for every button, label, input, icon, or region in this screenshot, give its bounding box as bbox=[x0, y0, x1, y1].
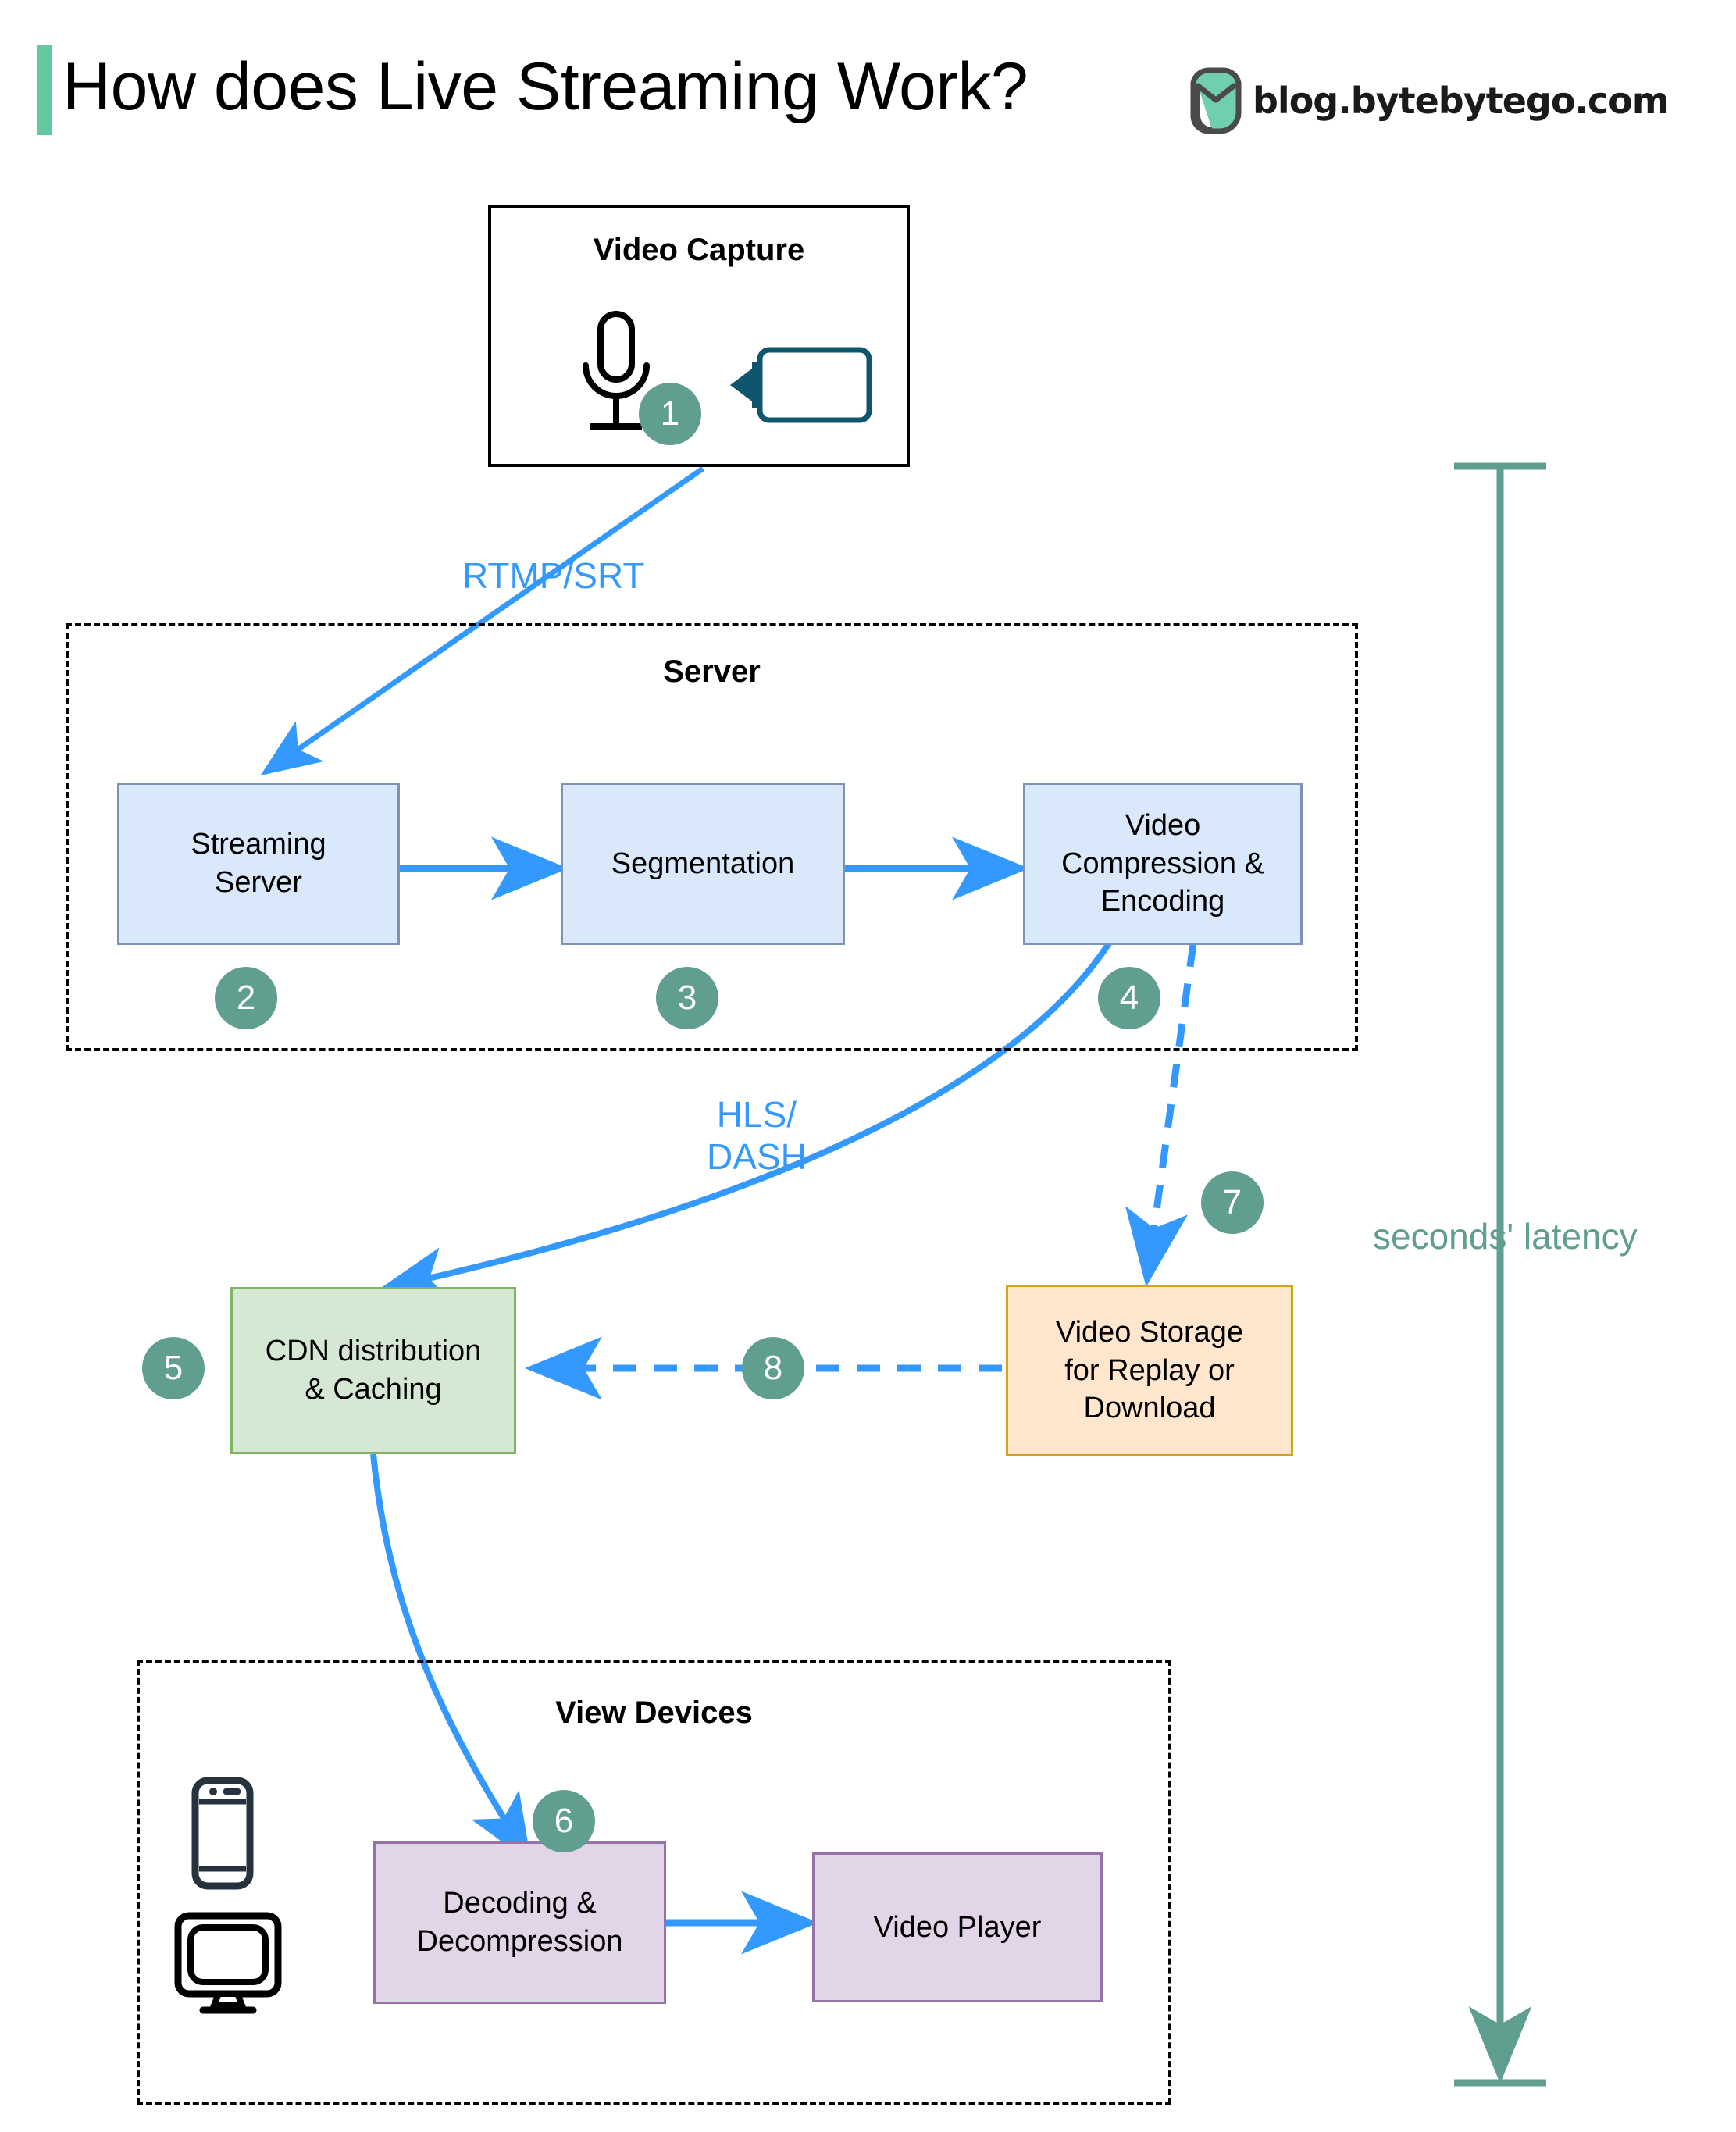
smartphone-icon bbox=[191, 1777, 254, 1890]
group-title-view-devices: View Devices bbox=[555, 1695, 753, 1730]
node-cdn-distribution-caching[interactable]: CDN distribution & Caching bbox=[230, 1287, 516, 1454]
bytebytego-logo-icon bbox=[1190, 67, 1242, 134]
brand-url-text: blog.bytebytego.com bbox=[1253, 80, 1670, 122]
group-title-video-capture: Video Capture bbox=[593, 233, 805, 267]
node-label-streaming-server: Streaming Server bbox=[191, 828, 326, 899]
node-video-player[interactable]: Video Player bbox=[812, 1852, 1103, 2002]
brand-block: blog.bytebytego.com bbox=[1185, 67, 1670, 134]
badge-2: 2 bbox=[215, 967, 277, 1029]
node-label-video-compression-encoding: Video Compression & Encoding bbox=[1061, 809, 1264, 918]
node-label-cdn: CDN distribution & Caching bbox=[265, 1335, 482, 1406]
node-video-compression-encoding[interactable]: Video Compression & Encoding bbox=[1023, 783, 1303, 945]
node-segmentation[interactable]: Segmentation bbox=[561, 783, 845, 945]
badge-8: 8 bbox=[742, 1337, 804, 1399]
badge-1: 1 bbox=[639, 383, 701, 445]
badge-4: 4 bbox=[1098, 967, 1160, 1029]
node-decoding-decompression[interactable]: Decoding & Decompression bbox=[373, 1841, 666, 2004]
node-label-video-storage: Video Storage for Replay or Download bbox=[1055, 1316, 1244, 1425]
node-video-storage[interactable]: Video Storage for Replay or Download bbox=[1006, 1285, 1293, 1456]
edge-label-hls-dash: HLS/ DASH bbox=[707, 1094, 807, 1178]
node-label-video-player: Video Player bbox=[873, 1910, 1042, 1944]
badge-7: 7 bbox=[1201, 1171, 1264, 1234]
node-streaming-server[interactable]: Streaming Server bbox=[117, 783, 400, 945]
group-server: Server bbox=[66, 623, 1358, 1051]
page-header: How does Live Streaming Work? blog.byteb… bbox=[0, 36, 1736, 137]
badge-5: 5 bbox=[142, 1337, 205, 1399]
title-accent-bar bbox=[37, 45, 52, 135]
microphone-icon bbox=[583, 311, 650, 430]
edge-label-rtmp-srt: RTMP/SRT bbox=[462, 555, 645, 596]
badge-3: 3 bbox=[656, 967, 718, 1029]
group-video-capture: Video Capture bbox=[488, 205, 910, 467]
latency-annotation-label: seconds' latency bbox=[1373, 1216, 1638, 1257]
page-title: How does Live Streaming Work? bbox=[62, 49, 1028, 124]
badge-6: 6 bbox=[533, 1790, 595, 1852]
node-label-segmentation: Segmentation bbox=[611, 847, 795, 880]
group-title-server: Server bbox=[663, 654, 761, 689]
node-label-decoding: Decoding & Decompression bbox=[416, 1887, 623, 1958]
desktop-monitor-icon bbox=[174, 1912, 282, 2014]
video-camera-icon bbox=[730, 347, 872, 423]
group-view-devices: View Devices bbox=[137, 1660, 1171, 2105]
